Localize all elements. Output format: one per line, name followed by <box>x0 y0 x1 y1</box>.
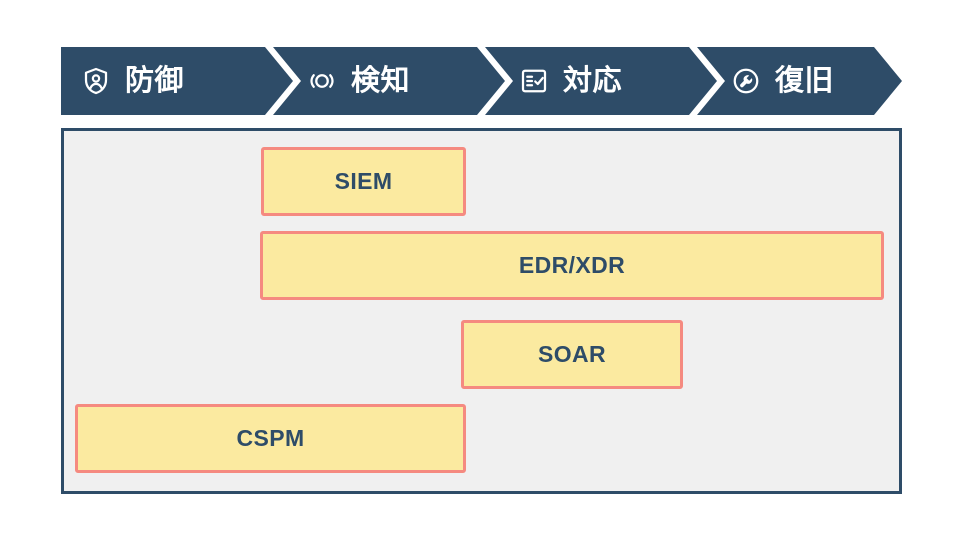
coverage-bar-label-soar: SOAR <box>537 341 607 367</box>
coverage-bar-soar[interactable]: SOAR <box>461 320 683 389</box>
coverage-bar-label-siem: SIEM <box>334 168 393 194</box>
coverage-bar-label-edr-xdr: EDR/XDR <box>518 252 626 278</box>
phase-label-protect: 防御 <box>125 64 185 97</box>
coverage-bar-label-cspm: CSPM <box>236 425 305 451</box>
phase-label-detect: 検知 <box>351 64 411 97</box>
coverage-bar-cspm[interactable]: CSPM <box>75 404 466 473</box>
phase-chevron-respond[interactable]: 対応 <box>485 47 717 115</box>
phase-chevron-detect[interactable]: 検知 <box>273 47 505 115</box>
phase-label-recover: 復旧 <box>775 64 835 97</box>
shield-user-icon <box>81 66 111 96</box>
coverage-bar-siem[interactable]: SIEM <box>261 147 466 216</box>
wrench-circle-icon <box>731 66 761 96</box>
radar-signal-icon <box>307 66 337 96</box>
phase-band: 防御 検知 <box>61 47 902 115</box>
phase-chevron-recover[interactable]: 復旧 <box>697 47 902 115</box>
phase-chevron-protect[interactable]: 防御 <box>61 47 293 115</box>
checklist-icon <box>519 66 549 96</box>
phase-label-respond: 対応 <box>563 64 623 97</box>
coverage-bar-edr-xdr[interactable]: EDR/XDR <box>260 231 884 300</box>
coverage-panel: SIEM EDR/XDR SOAR CSPM <box>61 128 902 494</box>
